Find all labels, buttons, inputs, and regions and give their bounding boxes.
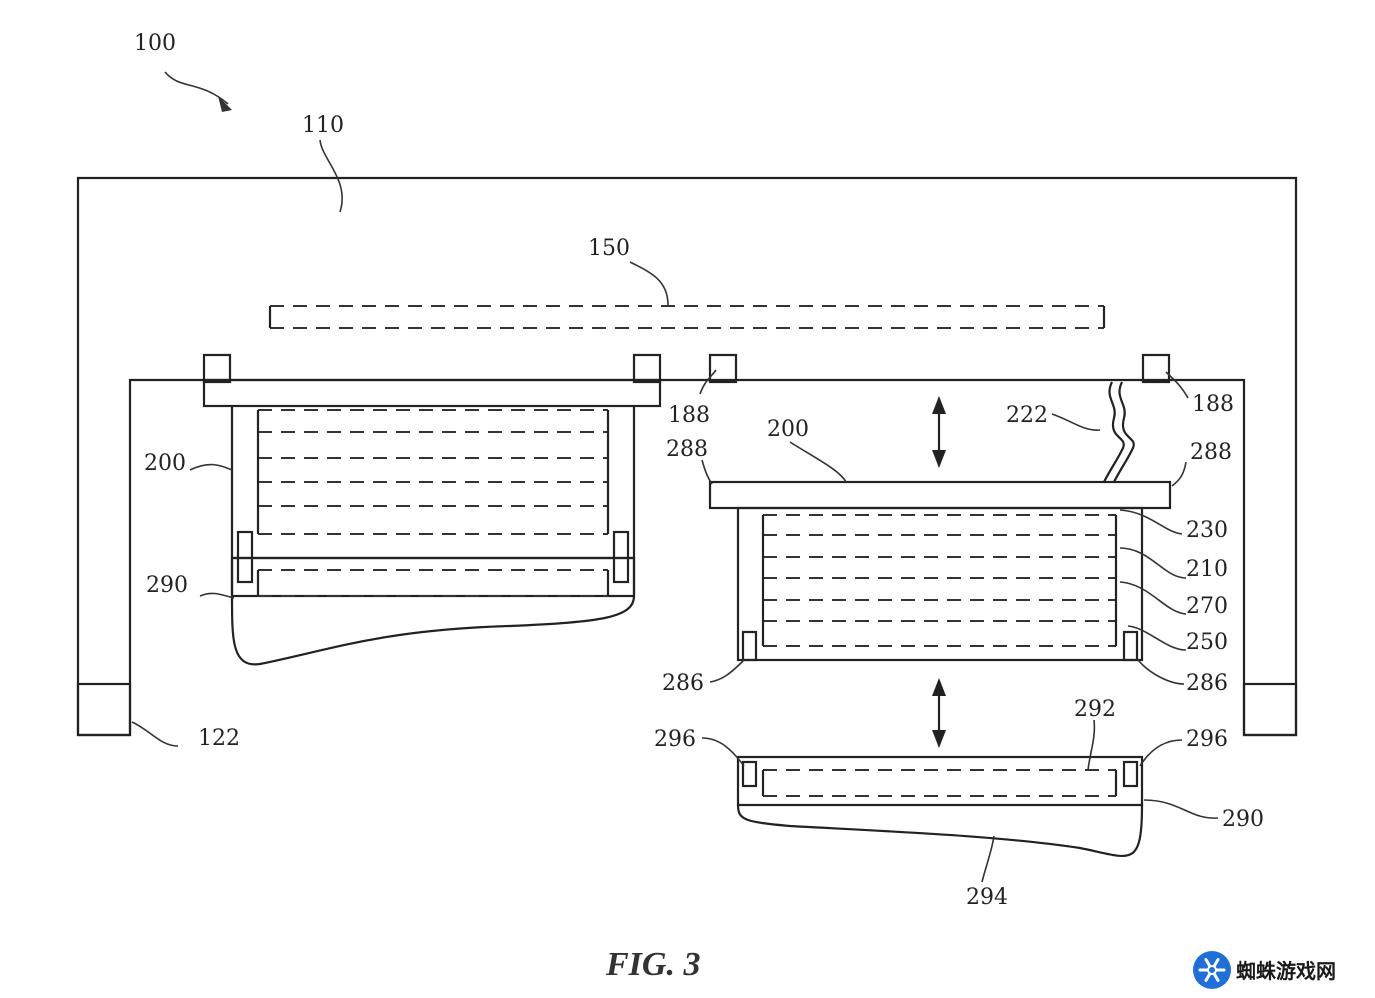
arrowhead-100 [218, 96, 232, 112]
label-222: 222 [1006, 403, 1048, 428]
svg-text:蜘蛛游戏网: 蜘蛛游戏网 [1236, 959, 1336, 983]
pan-290-left [230, 556, 636, 666]
snowflake-icon [1193, 951, 1231, 989]
foot-122-left [76, 682, 132, 737]
figure-caption: FIG. 3 [605, 946, 700, 983]
label-286-right: 286 [1186, 671, 1228, 696]
label-230: 230 [1186, 518, 1228, 543]
bracket-188-a [202, 353, 232, 384]
label-200-right: 200 [767, 417, 809, 442]
label-288-right: 288 [1190, 440, 1232, 465]
label-250: 250 [1186, 630, 1228, 655]
bracket-188-c [708, 353, 738, 384]
label-188-right: 188 [1192, 392, 1234, 417]
reference-labels: 100 110 150 188 188 200 200 222 288 288 … [134, 31, 1264, 910]
label-296-left: 296 [654, 727, 696, 752]
label-286-left: 286 [662, 671, 704, 696]
label-288-left: 288 [666, 437, 708, 462]
cartridge-200-right [708, 381, 1172, 662]
double-arrow-lower [932, 678, 946, 748]
label-270: 270 [1186, 594, 1228, 619]
cartridge-200-left [202, 378, 662, 595]
leader-lines [131, 71, 1219, 883]
label-210: 210 [1186, 557, 1228, 582]
foot-122-right [1242, 682, 1298, 737]
bracket-188-b [632, 353, 662, 384]
label-122: 122 [198, 726, 240, 751]
label-290-left: 290 [146, 573, 188, 598]
label-292: 292 [1074, 697, 1116, 722]
label-100: 100 [134, 31, 176, 56]
component-150 [268, 305, 1106, 329]
label-150: 150 [588, 236, 630, 261]
double-arrow-upper [932, 396, 946, 468]
label-294: 294 [966, 885, 1008, 910]
pan-290-right [736, 755, 1144, 857]
label-188-left: 188 [668, 403, 710, 428]
label-110: 110 [302, 113, 344, 138]
watermark: 蜘蛛游戏网 [1193, 951, 1336, 989]
label-296-right: 296 [1186, 727, 1228, 752]
label-290-right: 290 [1222, 807, 1264, 832]
label-200-left: 200 [144, 451, 186, 476]
bracket-188-d [1141, 353, 1171, 384]
